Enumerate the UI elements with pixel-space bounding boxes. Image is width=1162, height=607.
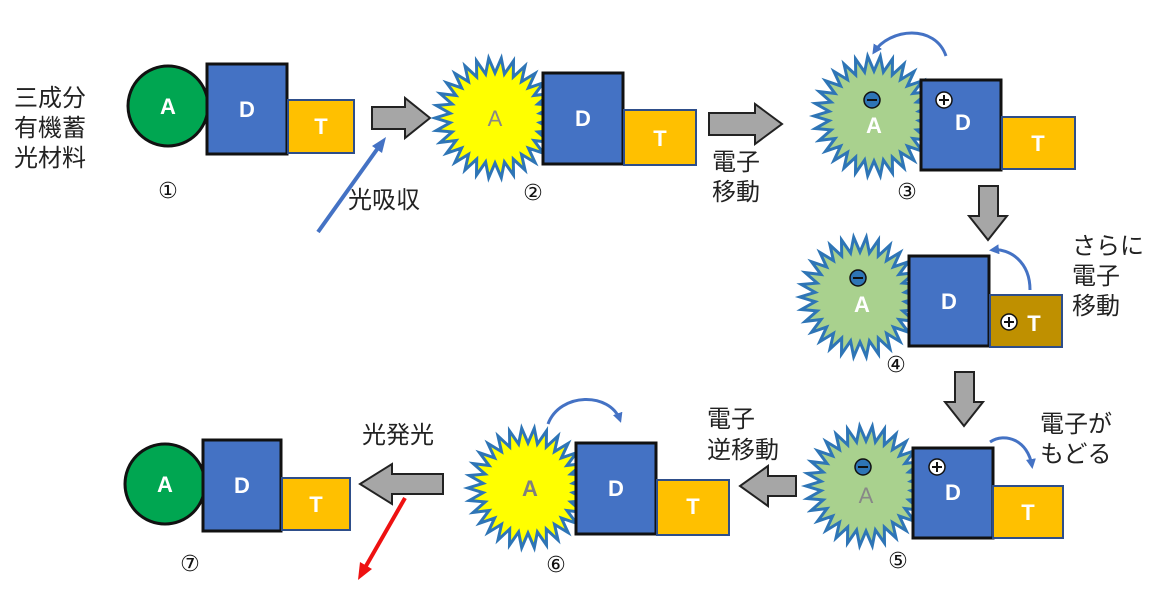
acceptor-excited-starburst (462, 423, 594, 553)
title-line-3: 光材料 (14, 144, 86, 172)
acceptor-label: A (859, 483, 874, 508)
process-arrow-4-5 (942, 371, 986, 428)
trap-box (287, 99, 355, 154)
step-number-7: ⑦ (180, 552, 200, 577)
acceptor-charged-starburst (794, 232, 926, 362)
donor-box (574, 441, 658, 536)
light-absorption-arrow (316, 137, 386, 234)
acceptor-charged-starburst (800, 421, 932, 551)
acceptor-label: A (157, 472, 173, 497)
step-number-1: ① (158, 179, 178, 204)
donor-label: D (575, 106, 591, 131)
emitted-light-arrow (358, 497, 407, 580)
trap-label: T (686, 494, 700, 519)
trap-box (281, 477, 351, 531)
process-arrow-2-3 (708, 102, 784, 146)
donor-label: D (941, 289, 957, 314)
donor-box (205, 62, 289, 156)
further-transfer-label-3: 移動 (1072, 292, 1120, 320)
acceptor-label: A (854, 292, 870, 317)
donor-label: D (955, 110, 971, 135)
donor-box (919, 78, 1003, 172)
step-number-6: ⑥ (546, 553, 566, 578)
stage-7: A D T ⑦ (123, 438, 351, 577)
title-line-2: 有機蓄 (14, 114, 86, 142)
trap-label: T (1021, 500, 1035, 525)
donor-label: D (945, 480, 961, 505)
title-block: 三成分 有機蓄 光材料 (14, 84, 86, 172)
trap-label: T (1031, 131, 1045, 156)
donor-label: D (239, 97, 255, 122)
process-arrow-5-6 (738, 464, 797, 508)
donor-box (911, 446, 995, 540)
stage-3: A D T ③ (808, 31, 1076, 205)
acceptor-label: A (522, 476, 538, 501)
step-number-5: ⑤ (888, 549, 908, 574)
process-arrow-3-4 (966, 185, 1010, 242)
electron-transfer-label-1: 電子 (712, 148, 760, 176)
trap-box (992, 485, 1064, 539)
trap-label: T (309, 492, 323, 517)
acceptor-label: A (866, 113, 882, 138)
trap-box (656, 479, 730, 536)
trap-label: T (314, 114, 328, 139)
acceptor-label: A (488, 106, 503, 131)
step-number-4: ④ (886, 353, 906, 378)
donor-label: D (234, 473, 250, 498)
electron-returns-label-1: 電子が (1040, 410, 1112, 438)
reverse-transfer-label-1: 電子 (707, 405, 755, 433)
electron-hop-arrow (989, 244, 1032, 291)
acceptor-excited-starburst (429, 53, 561, 183)
further-transfer-label-1: さらに (1072, 232, 1144, 260)
trap-box (1001, 116, 1076, 170)
stage-2: A D T ② (429, 53, 697, 206)
trap-label: T (1027, 311, 1041, 336)
electron-hop-arrow (872, 31, 948, 57)
title-line-1: 三成分 (14, 84, 86, 112)
stage-5: A D T ⑤ (800, 421, 1064, 574)
reverse-transfer-label-2: 逆移動 (707, 436, 779, 464)
process-arrow-1-2 (371, 95, 432, 141)
trap-box (623, 109, 697, 166)
light-absorption-label: 光吸収 (348, 186, 420, 214)
donor-box (907, 254, 991, 348)
stage-1: A D T ① (126, 62, 355, 204)
step-number-3: ③ (897, 180, 917, 205)
step-number-2: ② (523, 181, 543, 206)
donor-box (201, 438, 283, 533)
electron-transfer-label-2: 移動 (712, 178, 760, 206)
stage-6: A D T ⑥ (462, 398, 730, 578)
electron-returns-label-2: もどる (1040, 440, 1112, 468)
further-transfer-label-2: 電子 (1072, 262, 1120, 290)
acceptor-charged-starburst (808, 51, 940, 181)
electron-hop-arrow (546, 398, 623, 425)
luminescence-label: 光発光 (362, 421, 434, 449)
acceptor-label: A (160, 94, 176, 119)
trap-label: T (653, 126, 667, 151)
donor-box (541, 71, 625, 166)
stage-4: A D T ④ (794, 232, 1063, 378)
electron-return-arrow (989, 436, 1036, 469)
donor-label: D (608, 476, 624, 501)
process-arrow-6-7 (358, 462, 444, 506)
